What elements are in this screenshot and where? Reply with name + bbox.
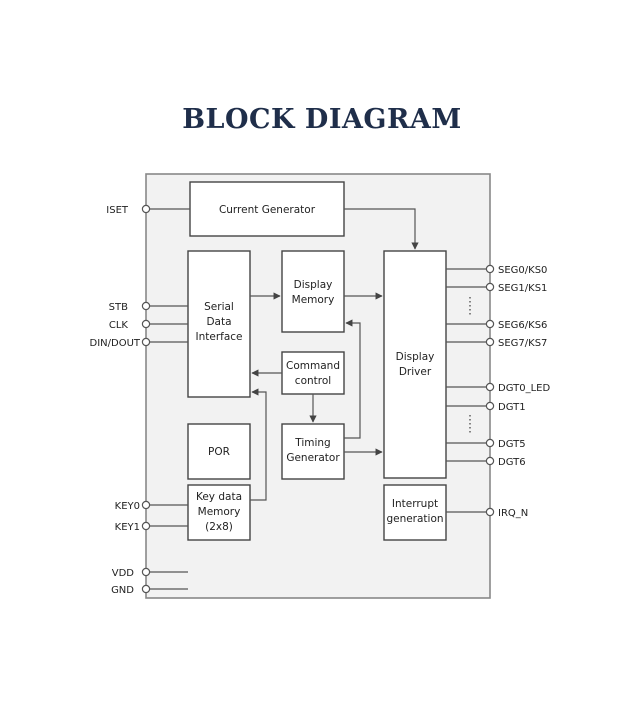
svg-text:CLK: CLK	[109, 320, 129, 331]
svg-text:VDD: VDD	[112, 568, 135, 579]
current-generator-label: Current Generator	[219, 204, 316, 216]
serial-data-interface-line-3: Interface	[195, 331, 242, 343]
pin-gnd: GND	[111, 584, 188, 596]
pin-key1: KEY1	[115, 521, 188, 533]
timing-generator-line-2: Generator	[286, 452, 340, 464]
block-interrupt-generation: Interrupt generation	[383, 484, 447, 541]
left-pins: ISET STB CLK DIN/DOUT KEY0 KEY1	[90, 204, 190, 596]
serial-data-interface-line-2: Data	[206, 316, 231, 328]
pin-clk: CLK	[109, 319, 188, 331]
svg-text:STB: STB	[109, 302, 128, 313]
svg-text:SEG1/KS1: SEG1/KS1	[498, 283, 547, 294]
svg-text:DIN/DOUT: DIN/DOUT	[90, 338, 141, 349]
block-serial-data-interface: Serial Data Interface	[187, 250, 251, 398]
pin-seg0-ks0: SEG0/KS0	[446, 264, 547, 276]
diagram-title: BLOCK DIAGRAM	[182, 104, 462, 135]
svg-text:DGT5: DGT5	[498, 439, 526, 450]
serial-data-interface-line-1: Serial	[204, 301, 234, 313]
interrupt-generation-line-1: Interrupt	[392, 498, 438, 510]
pin-vdd: VDD	[112, 567, 188, 579]
pin-dgt0-led: DGT0_LED	[446, 382, 550, 394]
timing-generator-line-1: Timing	[294, 437, 330, 449]
internal-connections	[250, 208, 419, 501]
block-por: POR	[187, 423, 251, 480]
pin-dgt1: DGT1	[446, 401, 526, 413]
key-data-memory-line-3: (2x8)	[205, 521, 233, 533]
pin-dgt5: DGT5	[446, 438, 526, 450]
key-data-memory-line-1: Key data	[196, 491, 242, 503]
interrupt-generation-line-2: generation	[386, 513, 443, 525]
pin-iset: ISET	[106, 204, 190, 216]
display-driver-line-2: Driver	[399, 366, 432, 378]
block-command-control: Command control	[281, 351, 345, 395]
pin-din-dout: DIN/DOUT	[90, 337, 188, 349]
svg-text:SEG6/KS6: SEG6/KS6	[498, 320, 547, 331]
pin-stb: STB	[109, 301, 188, 313]
command-control-line-1: Command	[286, 360, 340, 372]
pin-dgt6: DGT6	[446, 456, 526, 468]
block-key-data-memory: Key data Memory (2x8)	[187, 484, 251, 541]
svg-text:DGT1: DGT1	[498, 402, 526, 413]
block-current-generator: Current Generator	[189, 181, 345, 237]
svg-text:SEG0/KS0: SEG0/KS0	[498, 265, 547, 276]
svg-text:DGT6: DGT6	[498, 457, 526, 468]
svg-text:SEG7/KS7: SEG7/KS7	[498, 338, 547, 349]
block-display-memory: Display Memory	[281, 250, 345, 333]
display-driver-line-1: Display	[396, 351, 435, 363]
pin-irq-n: IRQ_N	[446, 507, 528, 519]
svg-text:DGT0_LED: DGT0_LED	[498, 383, 550, 394]
block-timing-generator: Timing Generator	[281, 423, 345, 480]
pin-seg7-ks7: SEG7/KS7	[446, 337, 547, 349]
svg-text:GND: GND	[111, 585, 134, 596]
command-control-line-2: control	[295, 375, 331, 387]
key-data-memory-line-2: Memory	[198, 506, 241, 518]
pin-key0: KEY0	[115, 500, 188, 512]
svg-text:IRQ_N: IRQ_N	[498, 508, 528, 519]
block-display-driver: Display Driver	[383, 250, 447, 479]
display-memory-line-2: Memory	[292, 294, 335, 306]
svg-text:KEY0: KEY0	[115, 501, 140, 512]
svg-text:KEY1: KEY1	[115, 522, 140, 533]
pin-seg6-ks6: SEG6/KS6	[446, 319, 547, 331]
por-label: POR	[208, 446, 230, 458]
right-pins: SEG0/KS0 SEG1/KS1 SEG6/KS6 SEG7/KS7 DGT0…	[446, 264, 550, 519]
display-memory-line-1: Display	[294, 279, 333, 291]
pin-seg1-ks1: SEG1/KS1	[446, 282, 547, 294]
svg-text:ISET: ISET	[106, 205, 129, 216]
